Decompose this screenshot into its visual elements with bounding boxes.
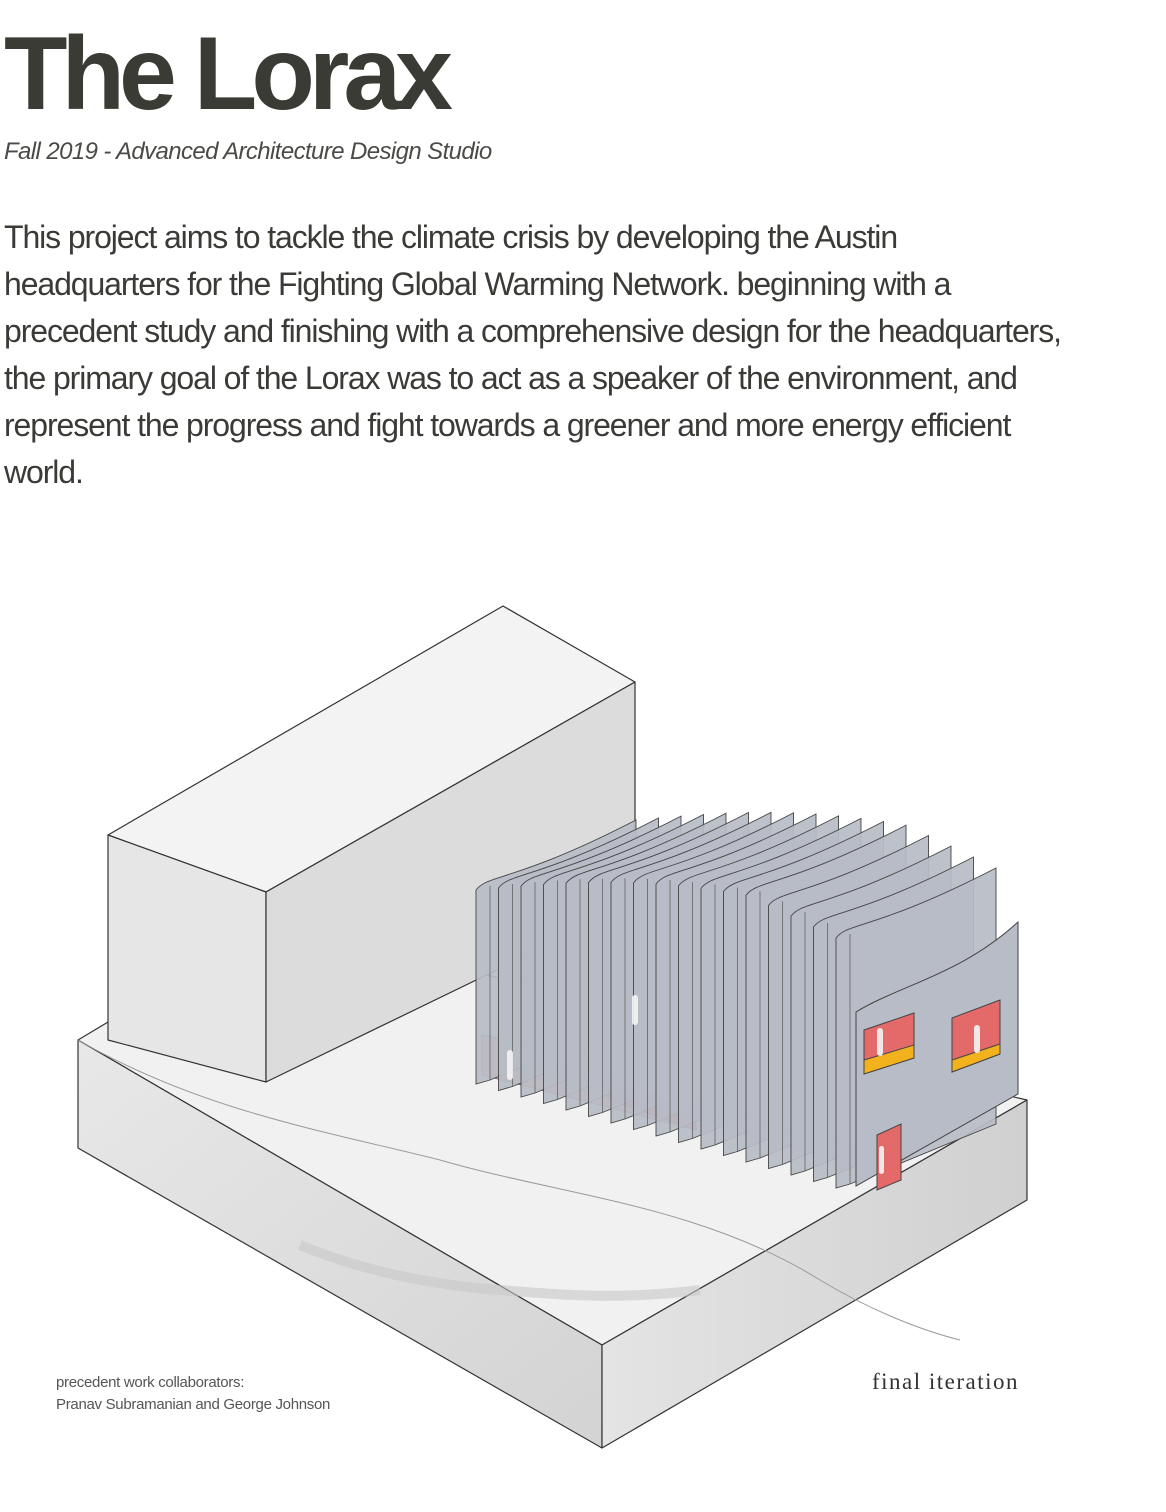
collaborators-names: Pranav Subramanian and George Johnson bbox=[56, 1396, 331, 1413]
page-subtitle: Fall 2019 - Advanced Architecture Design… bbox=[4, 138, 492, 165]
window-upper-left-floor bbox=[863, 1044, 915, 1075]
collaborators-label: precedent work collaborators: bbox=[56, 1374, 245, 1391]
figure bbox=[877, 1028, 883, 1056]
page-title: The Lorax bbox=[4, 16, 453, 132]
figure bbox=[507, 1050, 513, 1080]
axonometric-drawing bbox=[77, 605, 1028, 1449]
terrain-contour bbox=[77, 1039, 961, 1341]
project-description: This project aims to tackle the climate … bbox=[4, 219, 1062, 490]
hq-end-wall bbox=[855, 920, 1019, 1191]
figure bbox=[632, 995, 638, 1025]
figure bbox=[974, 1025, 980, 1053]
human-figures bbox=[507, 995, 980, 1174]
window-upper-right-floor bbox=[951, 1043, 1001, 1073]
drawing-caption: final iteration bbox=[872, 1369, 1020, 1394]
neighbor-building bbox=[107, 605, 636, 1083]
figure bbox=[879, 1146, 884, 1174]
collaborators-note: precedent work collaborators: Pranav Sub… bbox=[56, 1372, 330, 1416]
end-wall-panel bbox=[855, 920, 1019, 1187]
terrain-shadow bbox=[298, 1240, 701, 1301]
